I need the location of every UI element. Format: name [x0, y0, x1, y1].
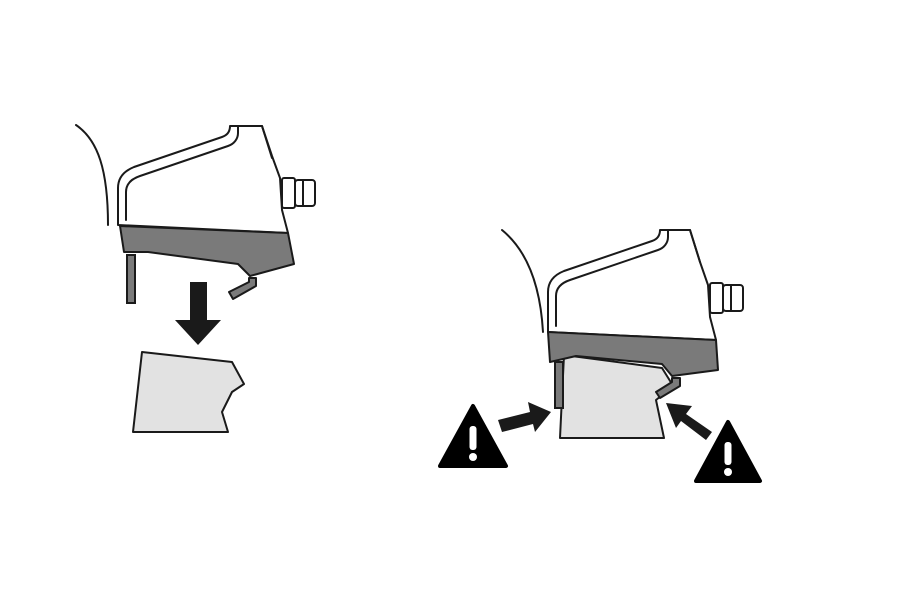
- push-arrow-icon: [666, 403, 712, 440]
- step-2-panel: [438, 229, 762, 483]
- clip-plate: [119, 225, 295, 277]
- push-arrow-icon: [498, 402, 551, 432]
- hook-latch: [655, 377, 681, 399]
- mount-block: [132, 351, 245, 433]
- step-1-panel: [75, 124, 316, 433]
- warning-icon: [694, 420, 762, 483]
- side-pin: [126, 254, 136, 304]
- warning-icon: [438, 404, 508, 468]
- side-pin: [554, 361, 564, 409]
- hook-latch: [228, 277, 257, 300]
- device-housing: [75, 124, 316, 234]
- device-housing: [501, 229, 744, 341]
- mount-block: [559, 354, 673, 439]
- down-arrow-icon: [175, 282, 221, 345]
